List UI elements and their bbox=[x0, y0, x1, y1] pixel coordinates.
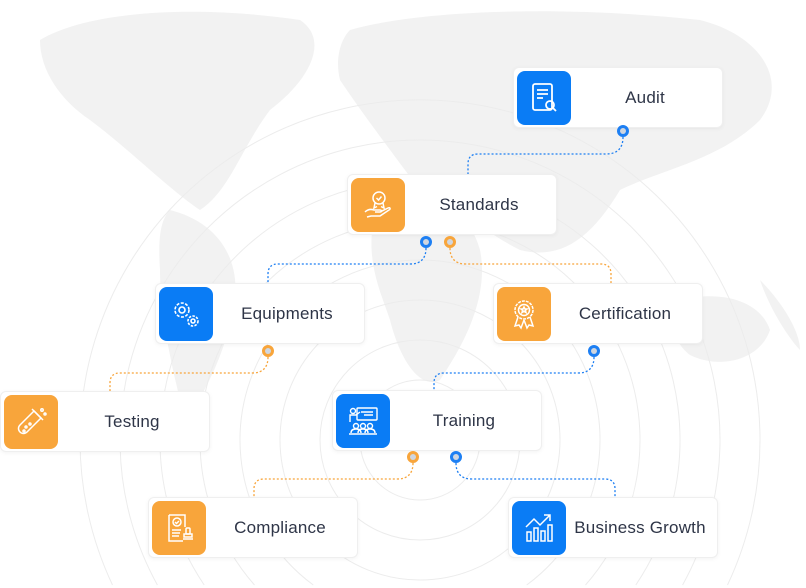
node-label: Audit bbox=[625, 87, 665, 107]
connector-certification-training bbox=[433, 356, 595, 390]
connector-training-business-growth bbox=[455, 462, 616, 497]
connector-standards-certification bbox=[449, 247, 612, 283]
node-label: Standards bbox=[439, 194, 519, 214]
node-audit: Audit bbox=[513, 67, 723, 128]
node-certification: Certification bbox=[493, 283, 703, 344]
presentation-audience-icon bbox=[336, 394, 390, 448]
connector-dot bbox=[407, 451, 419, 463]
bar-chart-growth-icon bbox=[512, 501, 566, 555]
node-label: Equipments bbox=[241, 303, 333, 323]
node-compliance: Compliance bbox=[148, 497, 358, 558]
node-business-growth: Business Growth bbox=[508, 497, 718, 558]
gears-icon bbox=[159, 287, 213, 341]
hand-award-icon bbox=[351, 178, 405, 232]
connector-training-compliance bbox=[253, 462, 414, 497]
connector-dot bbox=[444, 236, 456, 248]
audit-document-search-icon bbox=[517, 71, 571, 125]
connector-dot bbox=[420, 236, 432, 248]
connector-equipments-testing bbox=[109, 356, 269, 391]
node-label: Compliance bbox=[234, 517, 326, 537]
node-training: Training bbox=[332, 390, 542, 451]
document-stamp-icon bbox=[152, 501, 206, 555]
certificate-ribbon-icon bbox=[497, 287, 551, 341]
connector-dot bbox=[588, 345, 600, 357]
node-label: Training bbox=[432, 410, 496, 430]
node-standards: Standards bbox=[347, 174, 557, 235]
node-label: Business Growth bbox=[574, 517, 706, 537]
node-testing: Testing bbox=[0, 391, 210, 452]
connector-standards-equipments bbox=[267, 247, 427, 283]
connector-audit-standards bbox=[467, 136, 624, 174]
node-label: Certification bbox=[578, 303, 672, 323]
node-equipments: Equipments bbox=[155, 283, 365, 344]
node-label: Testing bbox=[104, 411, 160, 431]
connector-dot bbox=[450, 451, 462, 463]
connector-dot bbox=[262, 345, 274, 357]
connector-dot bbox=[617, 125, 629, 137]
test-tube-icon bbox=[4, 395, 58, 449]
